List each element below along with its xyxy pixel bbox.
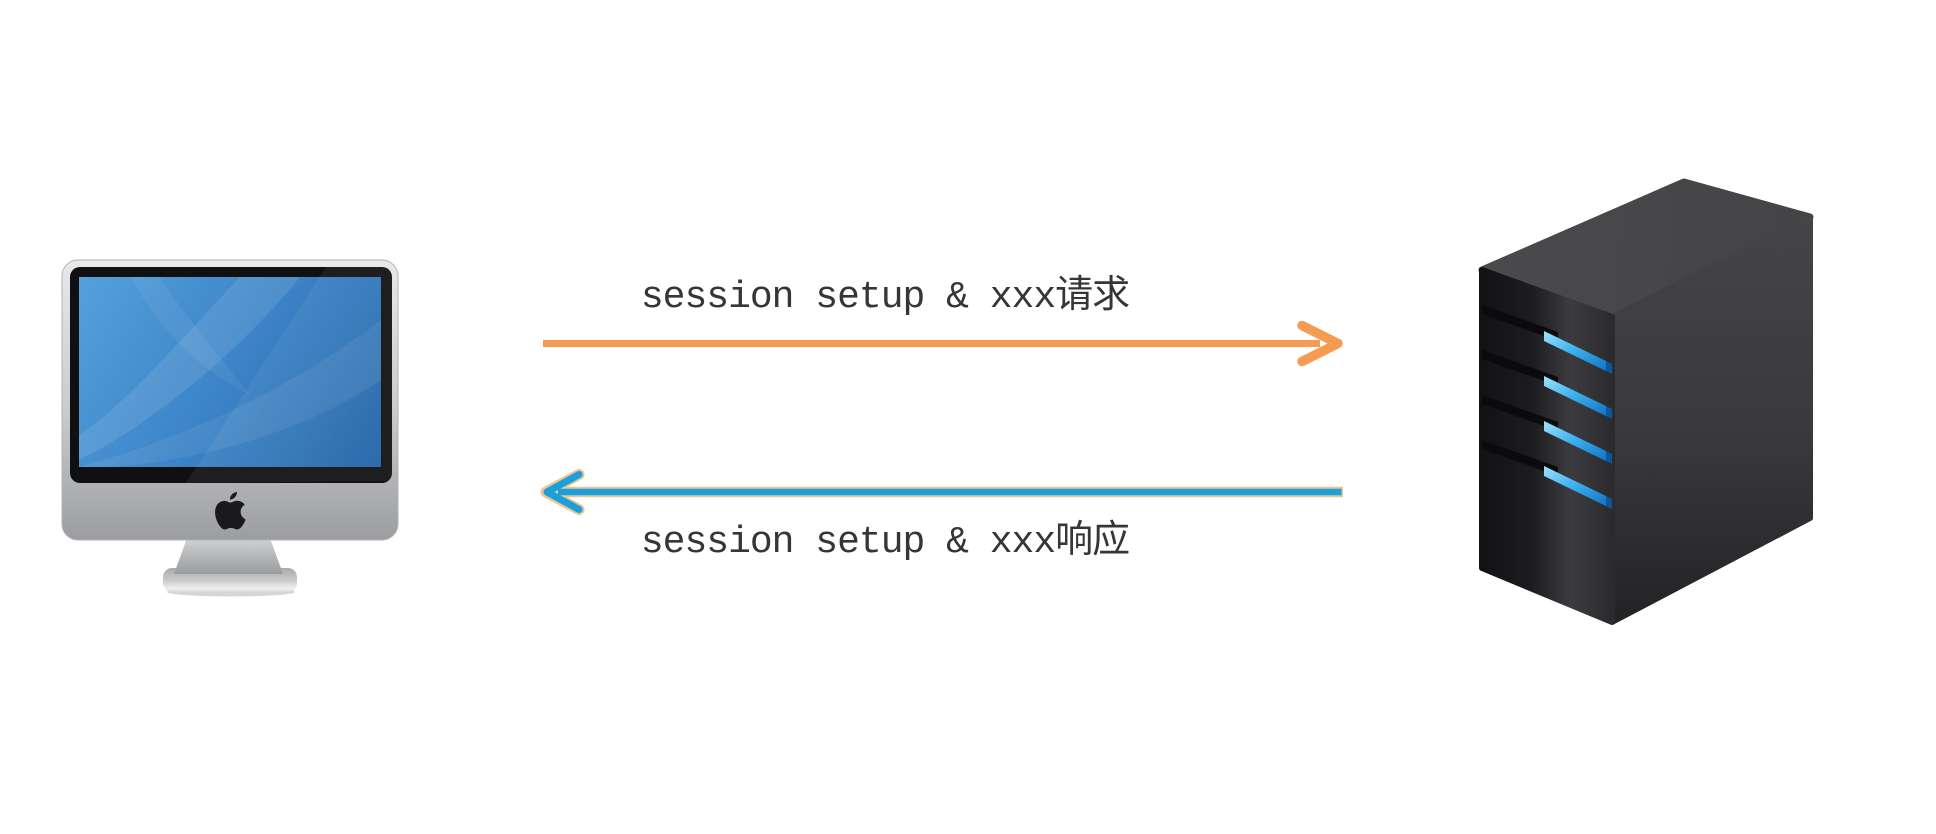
screen-wallpaper-swirls bbox=[79, 277, 381, 467]
monitor-screen bbox=[79, 277, 381, 467]
request-arrow bbox=[543, 320, 1343, 367]
imac-computer-icon bbox=[61, 259, 399, 597]
response-arrow-label: session setup & xxx响应 bbox=[640, 521, 1130, 564]
server-led-strips bbox=[1544, 331, 1612, 509]
stand-neck bbox=[174, 538, 283, 574]
request-arrowhead bbox=[1297, 320, 1343, 367]
server-tower-icon bbox=[1478, 178, 1814, 625]
response-arrow bbox=[540, 469, 1343, 515]
server-drive-slots bbox=[1482, 305, 1558, 476]
apple-logo-icon bbox=[215, 491, 246, 530]
response-arrowhead bbox=[543, 471, 583, 513]
screen-gloss bbox=[186, 267, 392, 483]
request-arrow-label: session setup & xxx请求 bbox=[640, 276, 1130, 319]
